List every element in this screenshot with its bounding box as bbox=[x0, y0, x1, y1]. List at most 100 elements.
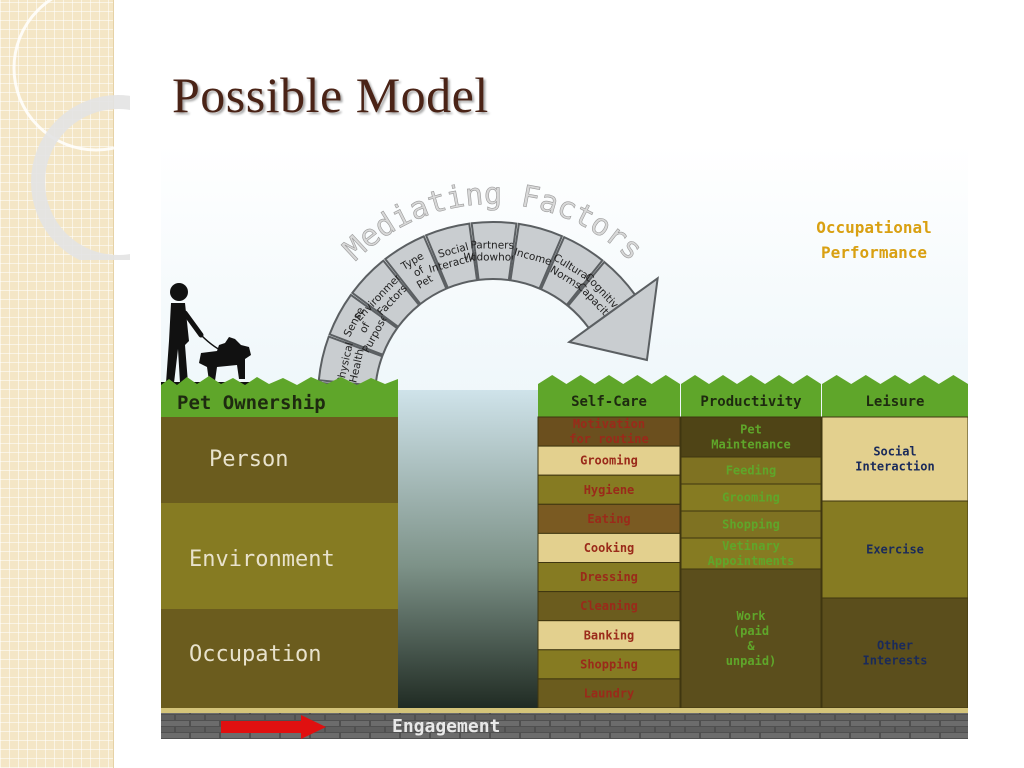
column-cell-label-line: Social bbox=[873, 445, 916, 459]
column-cell-label-line: Pet bbox=[740, 423, 762, 437]
column-cell-label: Shopping bbox=[722, 518, 780, 532]
engagement-label: Engagement bbox=[392, 716, 500, 737]
column-cell-label: Grooming bbox=[580, 454, 638, 468]
column-cell bbox=[680, 568, 822, 709]
column-cell-label-line: Banking bbox=[584, 628, 635, 642]
grass bbox=[681, 375, 821, 390]
column-cell bbox=[680, 456, 822, 485]
arc-arrow-head bbox=[566, 276, 659, 362]
column-cell bbox=[537, 532, 681, 563]
column-cell-label: Hygiene bbox=[584, 483, 635, 497]
person-label: Person bbox=[209, 447, 288, 472]
column-cell-label-line: Vetinary bbox=[722, 539, 780, 553]
decorative-ring-bottom bbox=[31, 95, 130, 260]
column-cell-label-line: Grooming bbox=[580, 454, 638, 468]
column-cell-label: Laundry bbox=[584, 687, 635, 701]
column-header-bg bbox=[822, 389, 968, 417]
column-cell-label-line: & bbox=[747, 639, 755, 653]
column-cell-label: Grooming bbox=[722, 491, 780, 505]
column-cell bbox=[680, 510, 822, 539]
column-cell bbox=[821, 597, 968, 709]
engagement-footer: Engagement bbox=[161, 708, 968, 739]
column-cell-label-line: Cleaning bbox=[580, 599, 638, 613]
column-cell-label-line: Motivation bbox=[573, 417, 645, 431]
arc-segment-box bbox=[470, 221, 518, 282]
arc-segment-box bbox=[539, 235, 604, 307]
decorative-rings bbox=[12, 0, 130, 260]
column-header: Self-Care bbox=[571, 394, 647, 410]
column-cell-label-line: Cooking bbox=[584, 541, 635, 555]
column-cell-label: Eating bbox=[587, 512, 630, 526]
column-cell bbox=[680, 416, 822, 458]
column-cell-label: Exercise bbox=[866, 543, 924, 557]
grass bbox=[538, 375, 680, 390]
column-cell bbox=[680, 483, 822, 512]
column-cell-label-line: Dressing bbox=[580, 570, 638, 584]
column-cell-label-line: Interests bbox=[862, 654, 927, 668]
occupation-row-bg bbox=[161, 609, 398, 708]
column-header: Productivity bbox=[700, 394, 802, 410]
column-cell bbox=[537, 678, 681, 709]
column-cell-label-line: Exercise bbox=[866, 543, 924, 557]
column-cell bbox=[680, 537, 822, 570]
occupation-label: Occupation bbox=[189, 642, 321, 667]
arc-segment-label: Partners/Widowhood bbox=[463, 239, 524, 263]
column-cell-label: Cooking bbox=[584, 541, 635, 555]
person-body bbox=[166, 303, 189, 383]
column-cell-label-line: Shopping bbox=[722, 518, 780, 532]
person-row-bg bbox=[161, 417, 398, 503]
column-header-bg bbox=[538, 389, 680, 417]
column-cell bbox=[537, 445, 681, 476]
pet-ownership-column: Pet Ownership Person Environment Occupat… bbox=[161, 376, 398, 708]
column-cell-label-line: Other bbox=[877, 639, 913, 653]
outcome-label-line-2: Performance bbox=[821, 243, 927, 262]
column-cell bbox=[537, 503, 681, 534]
arc-segment-label-line: Partners/ bbox=[470, 239, 518, 251]
arc-segment-box bbox=[350, 259, 421, 329]
column-cell-label-line: Maintenance bbox=[711, 438, 790, 452]
footer-top-edge bbox=[161, 708, 968, 713]
person-arm bbox=[182, 310, 204, 338]
arc-segment-box bbox=[509, 222, 564, 290]
column-cell bbox=[537, 416, 681, 447]
decorative-ring-top bbox=[12, 0, 130, 152]
column-cell bbox=[537, 474, 681, 505]
gap-between-columns bbox=[398, 390, 538, 710]
grass bbox=[822, 375, 968, 390]
arc-segment-box bbox=[328, 293, 399, 357]
column-cell-label-line: Grooming bbox=[722, 491, 780, 505]
column-cell bbox=[537, 591, 681, 622]
dog-silhouette bbox=[199, 337, 251, 381]
person-head bbox=[170, 283, 188, 301]
grass-left bbox=[161, 376, 398, 390]
column-cell-label: Dressing bbox=[580, 570, 638, 584]
column-cell-label-line: for routine bbox=[569, 432, 648, 446]
column-cell-label: Feeding bbox=[726, 464, 777, 478]
column-cell-label-line: Work bbox=[737, 609, 767, 623]
outcome-label-line-1: Occupational bbox=[816, 218, 932, 237]
column-cell-label-line: Eating bbox=[587, 512, 630, 526]
column-cell-label-line: Appointments bbox=[708, 554, 795, 568]
pet-ownership-header: Pet Ownership bbox=[177, 392, 326, 414]
column-cell-label-line: Feeding bbox=[726, 464, 777, 478]
column-cell bbox=[821, 416, 968, 502]
environment-row-bg bbox=[161, 503, 398, 609]
arc-segment-label-line: Widowhood bbox=[463, 251, 524, 263]
column-cell-label-line: Shopping bbox=[580, 657, 638, 671]
environment-label: Environment bbox=[189, 547, 335, 572]
column-header: Leisure bbox=[865, 394, 924, 410]
engagement-arrow-head bbox=[301, 715, 326, 739]
slide-title: Possible Model bbox=[172, 67, 489, 123]
column-cell-label-line: unpaid) bbox=[726, 654, 777, 668]
column-cell-label: Shopping bbox=[580, 657, 638, 671]
column-cell-label: Cleaning bbox=[580, 599, 638, 613]
column-cell-label-line: Interaction bbox=[855, 460, 934, 474]
